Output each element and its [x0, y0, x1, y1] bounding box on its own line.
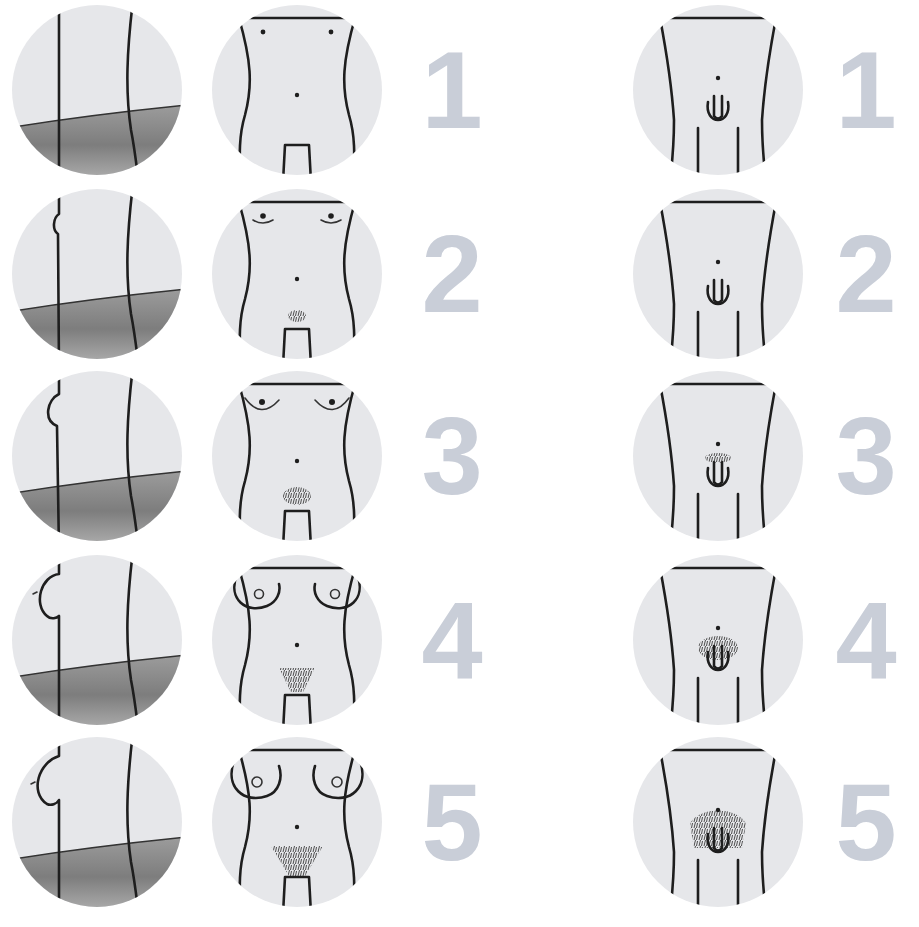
- callout-number: 3: [421, 401, 482, 511]
- callout-number: 3: [835, 401, 896, 511]
- callout-number: 5: [421, 767, 482, 877]
- callout-number: 2: [421, 219, 482, 329]
- callout-number: 5: [835, 767, 896, 877]
- callout-number: 4: [421, 585, 482, 695]
- callout-number: 2: [835, 219, 896, 329]
- callout-number: 1: [835, 35, 896, 145]
- callout-number: 4: [835, 585, 896, 695]
- callout-number: 1: [421, 35, 482, 145]
